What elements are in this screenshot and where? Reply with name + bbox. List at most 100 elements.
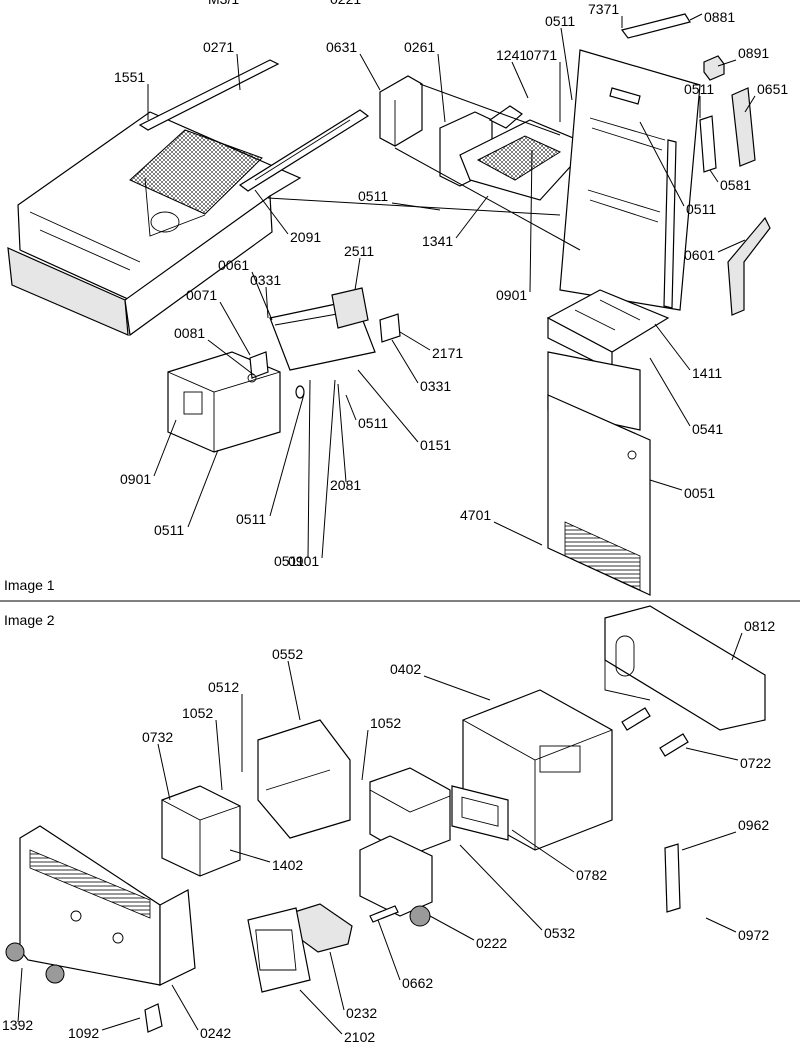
top-rails [138,59,370,192]
knob-1392b [45,964,65,984]
part-0891 [703,55,725,81]
ice-bin-housing [7,111,302,337]
part-callout-2091: 2091 [290,229,321,245]
part-callout-0962: 0962 [738,817,769,833]
cropped-top-label: 0221 [330,0,361,7]
part-callout-0071: 0071 [186,287,217,303]
leader-line [709,169,719,183]
part-callout-7371: 7371 [588,1,619,17]
image2-drawing [5,605,766,1033]
leader-line [493,521,543,546]
part-callout-0061: 0061 [218,257,249,273]
part-callout-2081: 2081 [330,477,361,493]
part-callout-0511: 0511 [684,81,714,97]
leader-line [287,660,301,721]
leader-line [337,383,347,483]
part-callout-0552: 0552 [272,646,303,662]
part-0071 [249,351,269,379]
image1-drawing [7,13,771,596]
knob-1392a [5,942,25,962]
part-callout-0972: 0972 [738,927,769,943]
part-callout-0242: 0242 [200,1025,231,1041]
frame-0782 [451,785,509,841]
part-callout-0511: 0511 [274,553,304,569]
part-callout-0581: 0581 [720,177,751,193]
cropped-top-label: M3/1 [208,0,239,7]
leader-line [639,121,685,207]
bracket-0581 [699,115,717,173]
leader-line [654,323,691,371]
leader-line [236,53,241,91]
leader-line [359,53,381,91]
back-wall-panel [559,49,701,311]
leader-line [187,449,219,528]
leader-line [511,829,575,873]
leader-line [219,301,251,356]
leader-line [681,831,737,851]
part-callout-0511: 0511 [358,188,388,204]
leader-line [529,149,533,293]
leader-line [399,331,431,351]
part-callout-0402: 0402 [390,661,421,677]
part-callout-1551: 1551 [114,69,145,85]
bezel-2102 [247,907,311,993]
leader-line [429,915,475,941]
leader-line [391,339,419,384]
leader-line [229,849,271,863]
spacer-0722b [659,733,689,757]
part-callout-0081: 0081 [174,325,205,341]
trim-0651 [731,87,756,167]
part-callout-0532: 0532 [544,925,575,941]
leader-line [717,59,737,67]
bracket-0812 [604,605,766,731]
part-callout-1411: 1411 [692,365,722,381]
leader-line [685,747,739,761]
part-callout-0901: 0901 [496,287,527,303]
part-callout-0331: 0331 [250,272,281,288]
leader-line [455,195,489,239]
box-0732 [161,785,241,877]
bracket-0552 [257,719,351,839]
part-callout-0771: 0771 [526,47,557,63]
actuator-0222 [359,835,433,927]
front-panel-0242 [19,825,196,986]
part-callout-0512: 0512 [208,679,239,695]
part-callout-4701: 4701 [460,507,491,523]
leader-line [329,951,345,1011]
leader-line [171,984,199,1031]
clip-1092 [144,1003,163,1033]
part-callout-0782: 0782 [576,867,607,883]
part-2081 [295,385,305,399]
motor-0061 [331,287,369,329]
leader-line [345,394,357,421]
leader-line [361,729,369,781]
part-callout-0511: 0511 [236,511,266,527]
strip-0962 [664,843,681,913]
screw-0662 [369,905,399,923]
part-callout-2102: 2102 [344,1029,375,1045]
part-callout-1052: 1052 [182,705,213,721]
part-callout-1052: 1052 [370,715,401,731]
leader-line [649,357,691,427]
panel-0631 [379,75,423,147]
image2-title: Image 2 [4,612,55,628]
part-callout-0651: 0651 [757,81,788,97]
part-callout-0812: 0812 [744,618,775,634]
part-callout-0511: 0511 [686,201,716,217]
spacer-0722a [621,707,651,731]
part-callout-0901: 0901 [288,553,319,569]
leader-line [437,53,446,123]
part-callout-2511: 2511 [344,243,374,259]
leader-line [265,286,269,319]
leader-line [269,393,305,517]
part-callout-0881: 0881 [704,9,735,25]
part-callout-1241: 1241 [496,47,527,63]
part-callout-1392: 1392 [2,1017,33,1033]
leader-line [744,95,756,113]
leader-line [101,1017,141,1031]
leader-line [377,919,401,981]
part-callout-1341: 1341 [422,233,453,249]
